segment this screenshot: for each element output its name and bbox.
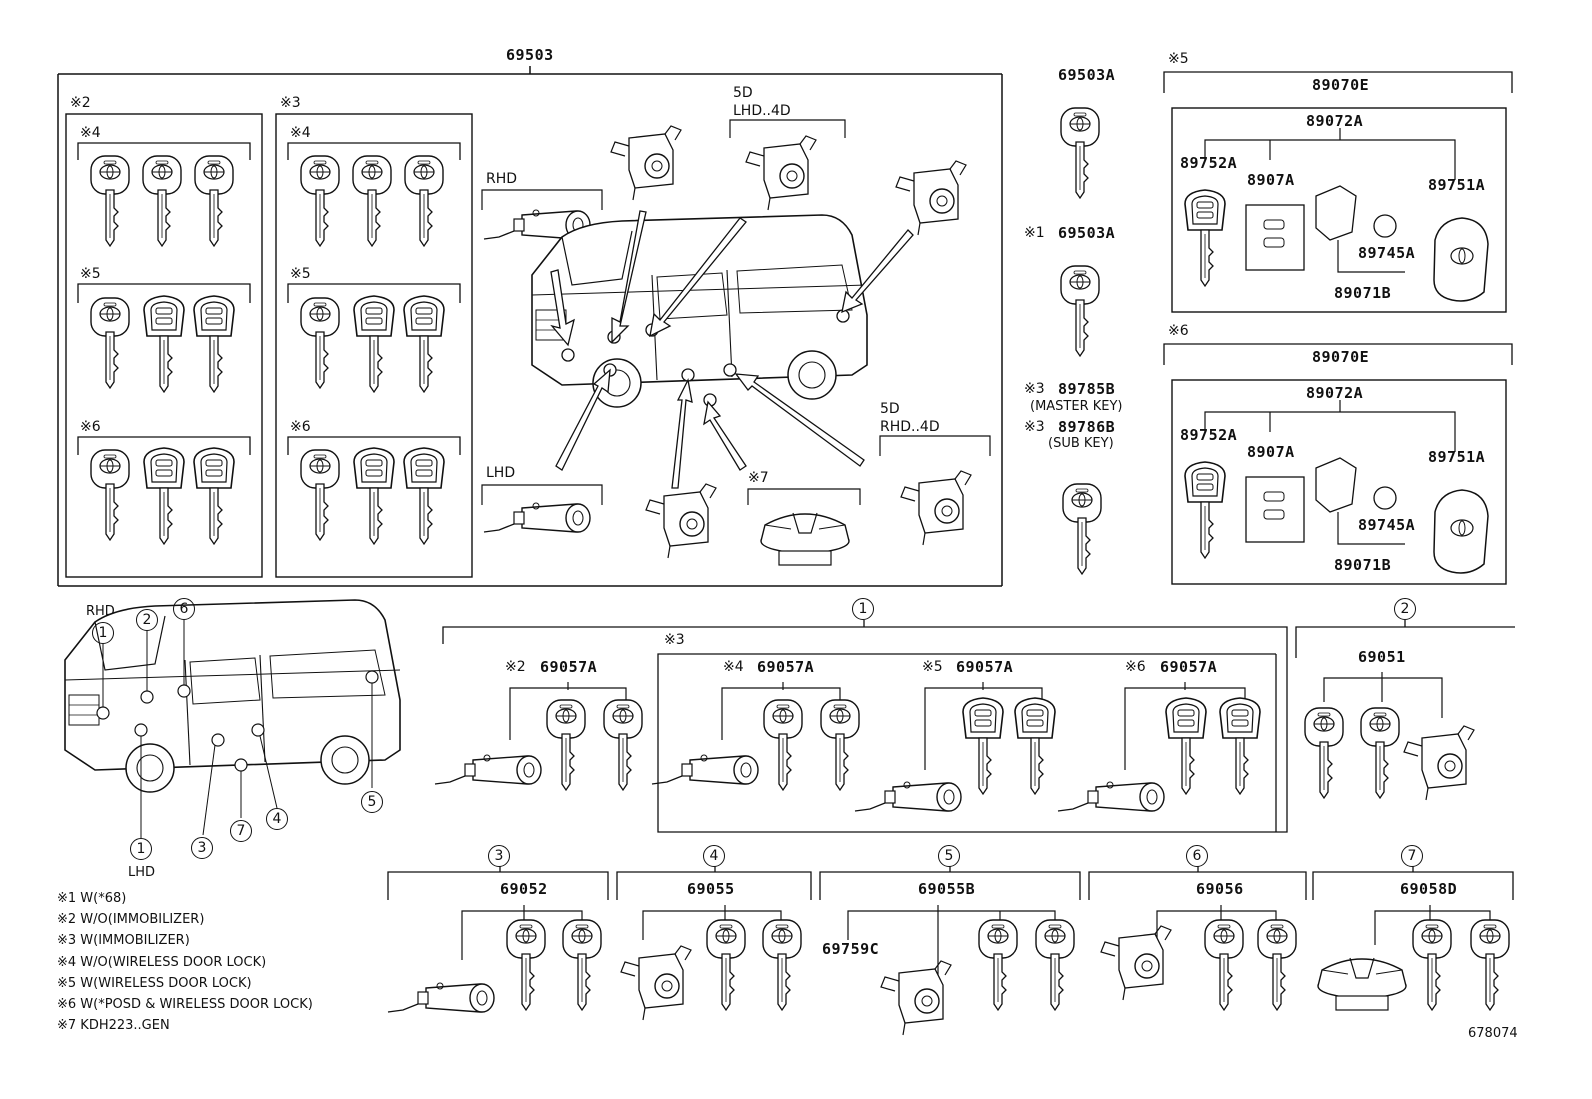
note-marker: ※2	[505, 659, 526, 675]
callout-5: 5	[361, 791, 383, 813]
part-89072a: 89072A	[1306, 384, 1364, 402]
note-marker: ※4	[723, 659, 744, 675]
note-marker: ※3	[664, 632, 685, 648]
footnote: ※6 W(*POSD & WIRELESS DOOR LOCK)	[57, 997, 313, 1012]
note-marker: ※3	[1024, 381, 1045, 397]
part-69058d: 69058D	[1400, 880, 1458, 898]
label-rhd-4d: RHD..4D	[880, 419, 940, 435]
part-89071b: 89071B	[1334, 284, 1392, 302]
figure-id: 678074	[1468, 1026, 1518, 1041]
note-marker: ※7	[748, 470, 769, 486]
part-89751a: 89751A	[1428, 176, 1486, 194]
part-69057a: 69057A	[757, 658, 815, 676]
label-rhd: RHD	[86, 604, 115, 619]
note-marker: ※4	[290, 125, 311, 141]
label-lhd: LHD	[486, 465, 516, 481]
part-8907a: 8907A	[1247, 171, 1295, 189]
footnote: ※7 KDH223..GEN	[57, 1018, 170, 1033]
note-marker: ※3	[1024, 419, 1045, 435]
callout-3: 3	[488, 845, 510, 867]
part-69503: 69503	[506, 46, 554, 64]
callout-1: 1	[852, 598, 874, 620]
master-key-label: (MASTER KEY)	[1030, 399, 1123, 414]
part-69055b: 69055B	[918, 880, 976, 898]
callout-5: 5	[938, 845, 960, 867]
part-89072a: 89072A	[1306, 112, 1364, 130]
part-89785b: 89785B	[1058, 380, 1116, 398]
note-marker: ※5	[290, 266, 311, 282]
part-69052: 69052	[500, 880, 548, 898]
callout-2: 2	[136, 609, 158, 631]
label-5d: 5D	[880, 401, 900, 417]
callout-3: 3	[191, 837, 213, 859]
note-marker: ※6	[80, 419, 101, 435]
note-marker: ※3	[280, 95, 301, 111]
callout-2: 2	[1394, 598, 1416, 620]
part-89745a: 89745A	[1358, 516, 1416, 534]
footnote: ※3 W(IMMOBILIZER)	[57, 933, 190, 948]
note-marker: ※6	[290, 419, 311, 435]
part-89751a: 89751A	[1428, 448, 1486, 466]
part-89752a: 89752A	[1180, 154, 1238, 172]
label-rhd: RHD	[486, 171, 518, 187]
part-89786b: 89786B	[1058, 418, 1116, 436]
part-69503a: 69503A	[1058, 224, 1116, 242]
footnote: ※1 W(*68)	[57, 891, 127, 906]
part-89070e: 89070E	[1312, 348, 1370, 366]
callout-4: 4	[703, 845, 725, 867]
note-marker: ※2	[70, 95, 91, 111]
note-marker: ※6	[1168, 323, 1189, 339]
note-marker: ※5	[80, 266, 101, 282]
part-89070e: 89070E	[1312, 76, 1370, 94]
label-lhd: LHD	[128, 865, 156, 880]
sub-key-label: (SUB KEY)	[1048, 436, 1114, 451]
part-89071b: 89071B	[1334, 556, 1392, 574]
callout-6: 6	[173, 598, 195, 620]
callout-4: 4	[266, 808, 288, 830]
note-marker: ※4	[80, 125, 101, 141]
callout-7: 7	[230, 820, 252, 842]
part-89752a: 89752A	[1180, 426, 1238, 444]
part-69057a: 69057A	[1160, 658, 1218, 676]
part-69055: 69055	[687, 880, 735, 898]
callout-1: 1	[130, 838, 152, 860]
part-69056: 69056	[1196, 880, 1244, 898]
footnote: ※4 W/O(WIRELESS DOOR LOCK)	[57, 955, 267, 970]
part-69051: 69051	[1358, 648, 1406, 666]
part-69057a: 69057A	[540, 658, 598, 676]
callout-6: 6	[1186, 845, 1208, 867]
part-8907a: 8907A	[1247, 443, 1295, 461]
callout-1: 1	[92, 622, 114, 644]
note-marker: ※5	[1168, 51, 1189, 67]
label-lhd-4d: LHD..4D	[733, 103, 791, 119]
part-69759c: 69759C	[822, 940, 880, 958]
footnote: ※2 W/O(IMMOBILIZER)	[57, 912, 205, 927]
part-89745a: 89745A	[1358, 244, 1416, 262]
part-69057a: 69057A	[956, 658, 1014, 676]
note-marker: ※6	[1125, 659, 1146, 675]
note-marker: ※1	[1024, 225, 1045, 241]
label-5d: 5D	[733, 85, 753, 101]
note-marker: ※5	[922, 659, 943, 675]
part-69503a: 69503A	[1058, 66, 1116, 84]
footnote: ※5 W(WIRELESS DOOR LOCK)	[57, 976, 252, 991]
callout-7: 7	[1401, 845, 1423, 867]
